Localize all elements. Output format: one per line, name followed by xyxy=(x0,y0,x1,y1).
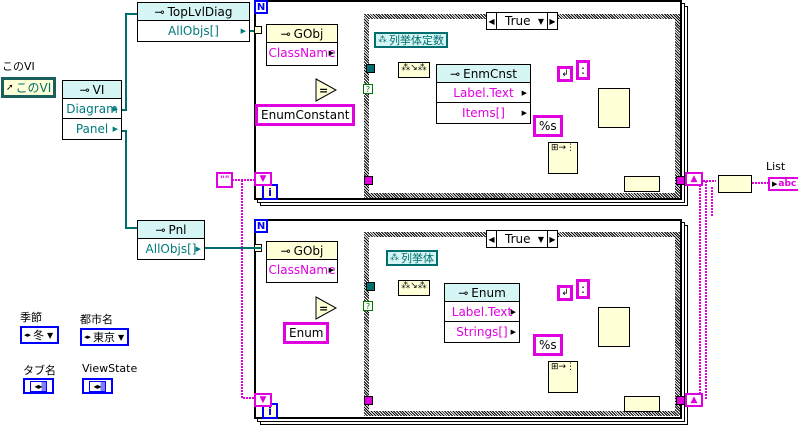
key-icon: ⊸ xyxy=(280,243,291,258)
class-icon: ⁂ xyxy=(378,35,387,45)
prop-classname[interactable]: ClassName▶ xyxy=(268,263,336,277)
gobj-property-node[interactable]: ⊸GObj ClassName▶ xyxy=(266,241,338,283)
dropdown-arrow: ▼ xyxy=(47,330,54,340)
vi-node-header: ⊸VI xyxy=(63,81,121,99)
gobj-property-node[interactable]: ⊸GObj ClassName▶ xyxy=(266,24,338,66)
prop-allobjs[interactable]: AllObjs[]▶ xyxy=(168,24,246,38)
enmcnst-property-node[interactable]: ⊸EnmCnst Label.Text▶ Items[]▶ xyxy=(436,64,531,124)
class-specifier-constant[interactable]: ⁂列挙体 xyxy=(386,250,438,266)
decrement-arrow[interactable]: ◀ xyxy=(487,13,497,29)
control-label: ViewState xyxy=(82,362,138,375)
list-indicator-label: List xyxy=(766,160,786,173)
city-enum-control[interactable]: ◂▸東京▼ xyxy=(80,328,129,346)
key-icon: ⊸ xyxy=(154,4,165,19)
svg-text:=: = xyxy=(319,84,328,97)
prop-label-text[interactable]: Label.Text▶ xyxy=(437,83,530,103)
prop-allobjs[interactable]: AllObjs[]▶ xyxy=(145,242,201,256)
enum-arrows-icon: ◂▸ xyxy=(84,333,92,341)
decrement-arrow[interactable]: ◀ xyxy=(487,231,497,247)
index-tunnel xyxy=(254,26,262,34)
loop-iteration-terminal: i xyxy=(262,184,278,200)
loop-count-terminal: N xyxy=(254,219,268,233)
key-icon: ⊸ xyxy=(280,26,291,41)
svg-text:=: = xyxy=(319,302,328,315)
prop-classname[interactable]: ClassName▶ xyxy=(268,46,336,60)
string-tunnel xyxy=(364,176,373,185)
case-selector-terminal: ? xyxy=(363,301,373,311)
prop-diagram[interactable]: Diagram▶ xyxy=(63,99,121,119)
concatenate-strings-2[interactable] xyxy=(624,176,660,192)
this-vi-label: このVI xyxy=(2,60,35,73)
prop-strings[interactable]: Strings[]▶ xyxy=(456,325,516,339)
vi-property-node[interactable]: ⊸VI Diagram▶ Panel▶ xyxy=(62,80,122,140)
case-selector-terminal: ? xyxy=(363,84,373,94)
ref-wire xyxy=(122,130,137,229)
to-more-specific-class[interactable]: ⁂↘⁂ xyxy=(398,62,430,78)
classname-constant[interactable]: Enum xyxy=(283,322,330,344)
list-indicator: ▶abc xyxy=(768,177,798,191)
increment-arrow[interactable]: ▶ xyxy=(547,231,557,247)
concatenate-strings-2[interactable] xyxy=(624,396,660,412)
season-enum-control[interactable]: ◂▸冬▼ xyxy=(20,326,59,344)
control-label: 都市名 xyxy=(80,313,113,326)
shift-register-left[interactable]: ▼ xyxy=(254,393,272,407)
this-vi-constant[interactable]: ➚このVI xyxy=(1,77,56,98)
ref-tunnel xyxy=(366,282,375,291)
to-more-specific-class[interactable]: ⁂↘⁂ xyxy=(398,280,430,296)
case-selector[interactable]: ◀ True ▼ ▶ xyxy=(486,230,558,248)
key-icon: ⊸ xyxy=(155,222,166,237)
case-selector[interactable]: ◀ True ▼ ▶ xyxy=(486,12,558,30)
string-tunnel xyxy=(364,396,373,405)
equal-function[interactable]: = xyxy=(315,78,337,102)
class-specifier-constant[interactable]: ⁂列挙体定数 xyxy=(374,32,448,48)
eol-constant[interactable]: ↲ xyxy=(557,66,573,82)
control-label: 季節 xyxy=(20,311,42,324)
increment-arrow[interactable]: ▶ xyxy=(547,13,557,29)
viewstate-control-terminal[interactable]: ◂▸ xyxy=(82,378,113,394)
enum-property-node[interactable]: ⊸Enum Label.Text▶ Strings[]▶ xyxy=(444,283,520,343)
empty-string-constant[interactable]: "" xyxy=(216,172,234,188)
ref-tunnel xyxy=(366,64,375,73)
shift-register-right[interactable]: ▲ xyxy=(685,393,703,407)
key-icon: ⊸ xyxy=(458,285,469,300)
ref-wire xyxy=(122,13,137,111)
concatenate-strings[interactable] xyxy=(598,307,630,347)
colon-constant[interactable]: : xyxy=(576,279,590,299)
concatenate-strings-final[interactable] xyxy=(718,175,752,193)
prop-panel[interactable]: Panel▶ xyxy=(75,122,118,136)
toplvldiag-property-node[interactable]: ⊸TopLvlDiag AllObjs[]▶ xyxy=(137,2,250,42)
format-string-constant[interactable]: %s xyxy=(533,334,563,356)
enum-arrows-icon: ◂▸ xyxy=(30,380,47,392)
array-to-spreadsheet-string[interactable]: ⊞→⋮ xyxy=(548,361,578,393)
prop-label-text[interactable]: Label.Text▶ xyxy=(445,302,519,322)
class-icon: ⁂ xyxy=(390,253,399,263)
dropdown-arrow[interactable]: ▼ xyxy=(537,234,544,244)
dropdown-arrow: ▼ xyxy=(118,332,125,342)
enum-arrows-icon: ◂▸ xyxy=(89,380,106,392)
pnl-property-node[interactable]: ⊸Pnl AllObjs[]▶ xyxy=(137,220,205,260)
index-tunnel xyxy=(254,244,262,252)
enum-arrows-icon: ◂▸ xyxy=(24,331,32,339)
string-tunnel xyxy=(676,176,685,185)
control-label: タブ名 xyxy=(23,364,56,377)
equal-function[interactable]: = xyxy=(315,296,337,320)
eol-constant[interactable]: ↲ xyxy=(557,285,573,301)
array-to-spreadsheet-string[interactable]: ⊞→⋮ xyxy=(548,142,578,174)
colon-constant[interactable]: : xyxy=(576,60,590,80)
dropdown-arrow[interactable]: ▼ xyxy=(537,16,544,26)
key-icon: ⊸ xyxy=(79,82,90,97)
tab-control-terminal[interactable]: ◂▸ xyxy=(23,378,54,394)
concatenate-strings[interactable] xyxy=(598,88,630,128)
shift-register-left[interactable]: ▼ xyxy=(254,172,272,186)
key-icon: ⊸ xyxy=(450,66,461,81)
string-tunnel xyxy=(676,396,685,405)
loop-count-terminal: N xyxy=(254,0,268,14)
format-string-constant[interactable]: %s xyxy=(533,115,563,137)
prop-items[interactable]: Items[]▶ xyxy=(462,106,527,120)
classname-constant[interactable]: EnumConstant xyxy=(255,104,356,126)
shift-register-right[interactable]: ▲ xyxy=(685,172,703,186)
arrow-icon: ➚ xyxy=(6,82,14,93)
